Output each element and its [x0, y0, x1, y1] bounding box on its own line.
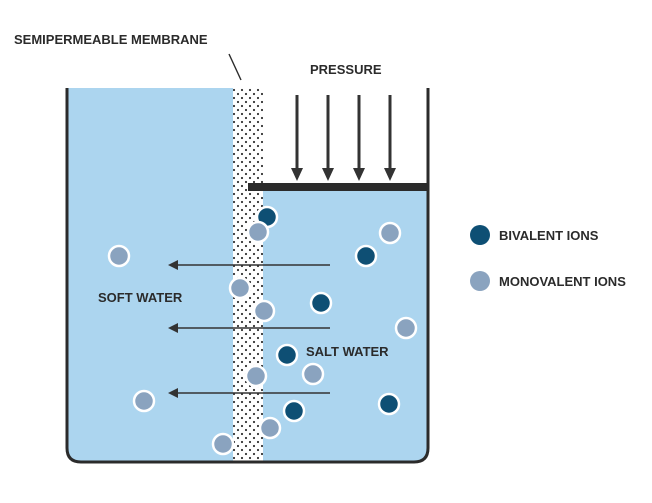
monovalent-ion: [132, 389, 156, 413]
pressure-arrows: [291, 95, 396, 181]
monovalent-ion: [252, 299, 276, 323]
membrane-label: SEMIPERMEABLE MEMBRANE: [14, 32, 208, 47]
bivalent-ion: [309, 291, 333, 315]
monovalent-ion: [394, 316, 418, 340]
soft-water-label: SOFT WATER: [98, 290, 183, 305]
pressure-arrow-head: [291, 168, 303, 181]
salt-water-label: SALT WATER: [306, 344, 389, 359]
legend: BIVALENT IONS MONOVALENT IONS: [470, 225, 626, 291]
monovalent-ion: [246, 220, 270, 244]
legend-monovalent-swatch: [470, 271, 490, 291]
pressure-piston: [248, 183, 428, 191]
bivalent-ion: [282, 399, 306, 423]
ions: [107, 205, 418, 456]
bivalent-ion: [377, 392, 401, 416]
legend-bivalent-label: BIVALENT IONS: [499, 228, 599, 243]
flow-arrows: [168, 260, 330, 398]
membrane-leader-line: [228, 53, 242, 81]
monovalent-ion: [301, 362, 325, 386]
bivalent-ion: [275, 343, 299, 367]
container-outline: [65, 88, 430, 464]
monovalent-ion: [378, 221, 402, 245]
pressure-arrow-head: [322, 168, 334, 181]
monovalent-ion: [258, 416, 282, 440]
monovalent-ion: [107, 244, 131, 268]
legend-monovalent-label: MONOVALENT IONS: [499, 274, 626, 289]
monovalent-ion: [244, 364, 268, 388]
pressure-label: PRESSURE: [310, 62, 382, 77]
pressure-arrow-head: [353, 168, 365, 181]
bivalent-ion: [354, 244, 378, 268]
legend-bivalent-swatch: [470, 225, 490, 245]
monovalent-ion: [211, 432, 235, 456]
pressure-arrow-head: [384, 168, 396, 181]
monovalent-ion: [228, 276, 252, 300]
